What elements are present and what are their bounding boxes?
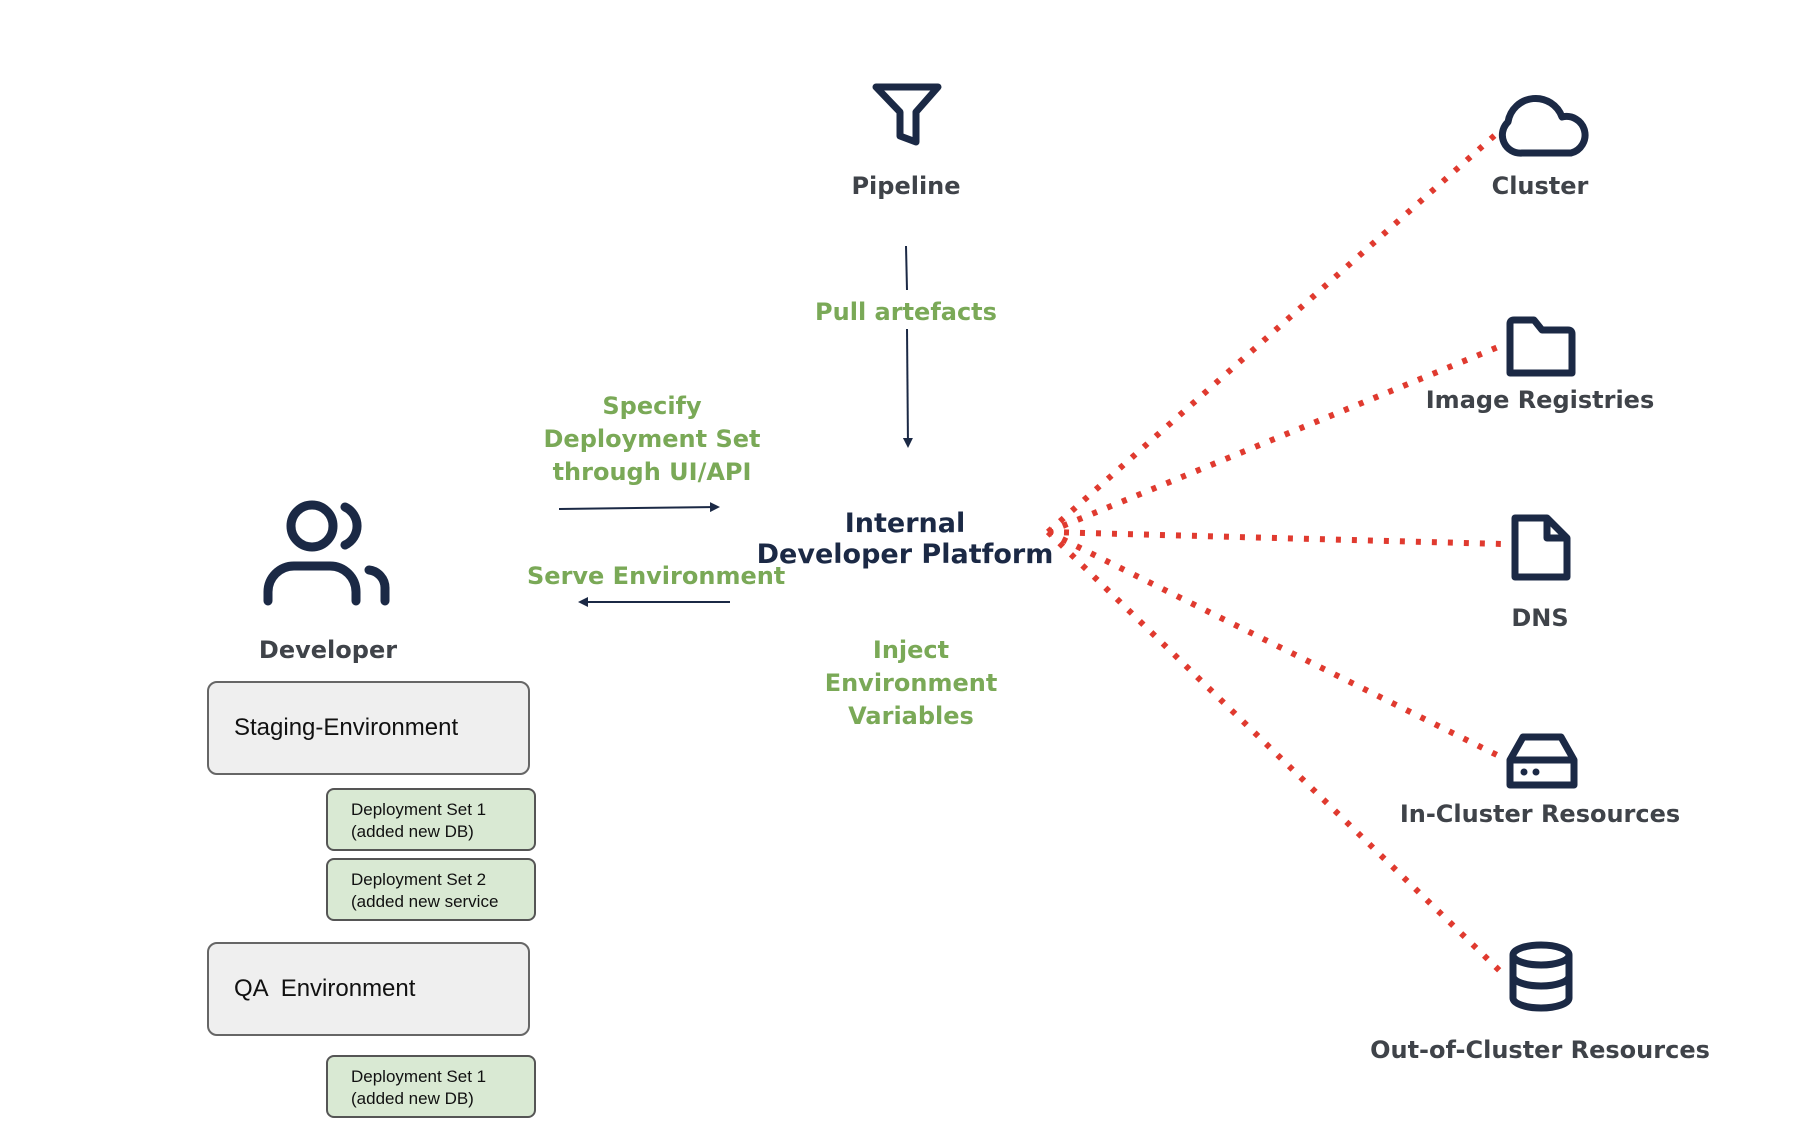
database-icon [1509,941,1573,1012]
specify-label-line2: Deployment Set [543,425,761,453]
pull-artefacts-label: Pull artefacts [806,296,1006,329]
environment-name: QA Environment [234,975,416,1002]
dns-label: DNS [1511,604,1569,632]
connector-image-registries [1046,342,1505,535]
connector-cluster [1046,125,1505,535]
cloud-icon [1498,94,1589,157]
users-icon [263,500,390,606]
connector-out-cluster [1045,529,1506,977]
in-cluster-label: In-Cluster Resources [1399,800,1681,828]
inject-label: Inject Environment Variables [786,634,1036,733]
connector-in-cluster [1046,529,1505,761]
specify-label: Specify Deployment Set through UI/API [527,390,777,489]
deployment-set-box[interactable]: Deployment Set 2 (added new service [326,858,536,921]
staging-environment-box[interactable]: Staging-Environment [207,681,530,775]
qa-environment-box[interactable]: QA Environment [207,942,530,1036]
deployment-set-box[interactable]: Deployment Set 1 (added new DB) [326,1055,536,1118]
out-cluster-label: Out-of-Cluster Resources [1370,1036,1710,1064]
cluster-label: Cluster [1491,172,1589,200]
resource-connectors [1045,125,1506,977]
funnel-icon [872,83,942,146]
platform-label-line1: Internal [844,508,966,539]
specify-label-line1: Specify [602,392,702,420]
deployment-set-note: (added new DB) [351,822,474,841]
image-registries-label: Image Registries [1425,386,1655,414]
pipeline-label: Pipeline [851,172,961,200]
serve-environment-label: Serve Environment [527,562,786,590]
deployment-set-note: (added new DB) [351,1089,474,1108]
drive-light [1532,768,1540,776]
deployment-set-note: (added new service [351,892,499,911]
pull-artefacts-arrow [902,245,913,448]
deployment-set-title: Deployment Set 2 [351,870,487,889]
inject-label-line2: Environment [824,669,998,697]
specify-arrow [558,502,720,513]
connector-dns [1047,529,1504,547]
deployment-set-title: Deployment Set 1 [351,800,487,819]
platform-label: Internal Developer Platform [755,508,1055,570]
drive-light [1520,768,1528,776]
deployment-set-title: Deployment Set 1 [351,1067,487,1086]
specify-label-line3: through UI/API [552,458,752,486]
deployment-set-box[interactable]: Deployment Set 1 (added new DB) [326,788,536,851]
inject-label-line3: Variables [848,702,974,730]
folder-icon [1506,316,1576,377]
inject-label-line1: Inject [872,636,950,664]
developer-label: Developer [258,636,398,664]
server-drive-icon [1506,733,1578,789]
environment-name: Staging-Environment [234,714,459,741]
platform-label-line2: Developer Platform [756,539,1054,570]
file-icon [1511,514,1571,581]
